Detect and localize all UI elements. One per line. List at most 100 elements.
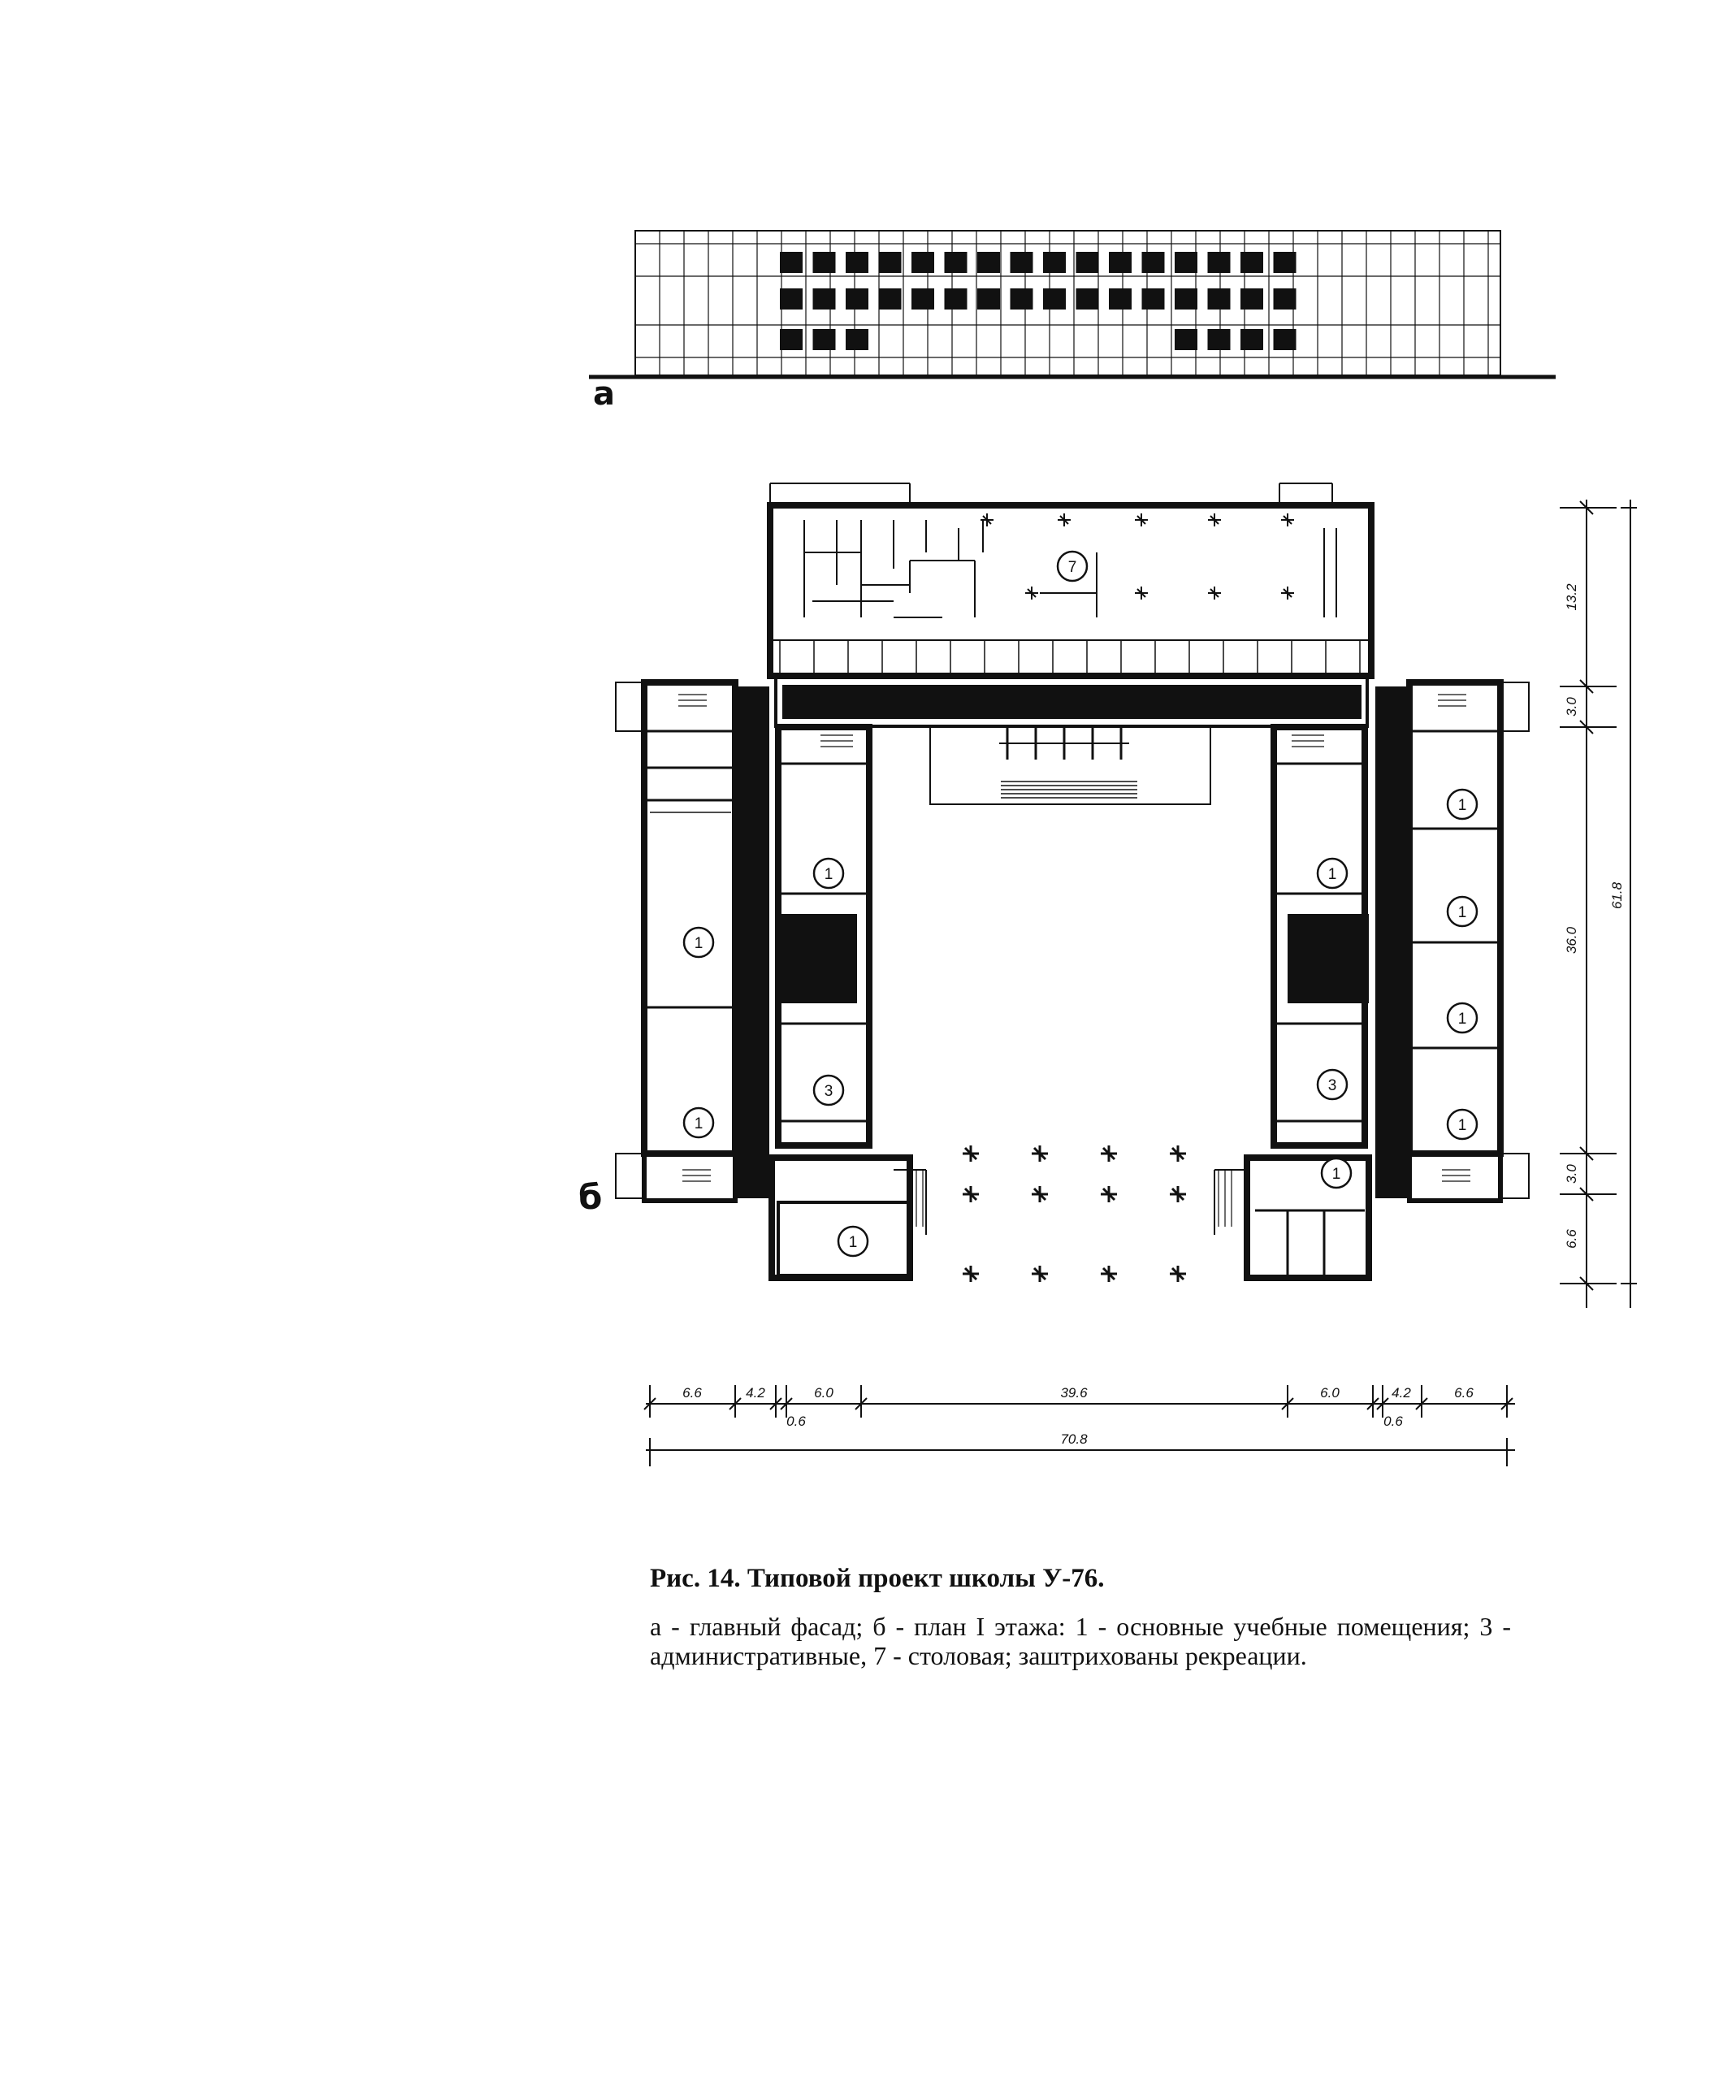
label-b: б — [578, 1177, 602, 1217]
facade-window — [1207, 288, 1231, 310]
room-marker: 1 — [1320, 1157, 1353, 1189]
facade-window — [1207, 329, 1231, 350]
vertical-dimension-labels: 13.2 3.0 36.0 3.0 6.6 61.8 — [1564, 583, 1625, 1249]
facade-window — [1010, 252, 1033, 273]
facade-window — [1175, 288, 1197, 310]
vertical-dimension-label: 6.6 — [1564, 1229, 1579, 1249]
facade-window — [1043, 288, 1066, 310]
room-marker: 1 — [682, 1106, 715, 1139]
floor-plan — [615, 483, 1530, 1282]
room-marker: 3 — [812, 1074, 845, 1106]
horizontal-dimension-label: 6.0 — [1320, 1385, 1340, 1401]
room-marker-number: 3 — [1328, 1077, 1337, 1094]
facade-window — [1076, 252, 1099, 273]
right-inner-rooms — [1274, 762, 1365, 1123]
room-marker: 7 — [1056, 550, 1089, 582]
room-marker-number: 1 — [825, 866, 833, 883]
horizontal-dimension-label: 4.2 — [1392, 1385, 1411, 1401]
vertical-dimension-label: 13.2 — [1564, 583, 1579, 611]
facade-window — [977, 288, 1000, 310]
room-markers: 7 1 1 1 3 1 1 1 1 1 3 1 1 — [682, 550, 1478, 1258]
facade-window — [1010, 288, 1033, 310]
vertical-dimension-label: 3.0 — [1564, 697, 1579, 717]
room-marker-number: 1 — [1458, 904, 1467, 921]
room-marker: 1 — [812, 857, 845, 890]
entrance-posts — [999, 727, 1129, 760]
room-marker: 1 — [1446, 788, 1478, 821]
facade-window — [1043, 252, 1066, 273]
facade-window — [812, 329, 836, 350]
facade-window — [1141, 252, 1165, 273]
main-facade — [589, 230, 1556, 379]
dining-mullions — [779, 640, 1361, 676]
room-marker-number: 1 — [1458, 797, 1467, 814]
facade-grid — [634, 231, 1500, 375]
facade-window — [977, 252, 1000, 273]
left-outer-rooms — [644, 730, 735, 1009]
facade-window — [780, 288, 803, 310]
room-marker: 1 — [837, 1225, 869, 1258]
vertical-dimensions — [1560, 500, 1637, 1308]
facade-window — [780, 329, 803, 350]
room-marker: 1 — [1446, 1002, 1478, 1034]
room-marker-number: 1 — [695, 1115, 703, 1132]
horizontal-dimension-label: 4.2 — [746, 1385, 765, 1401]
horizontal-dimensions — [643, 1385, 1515, 1466]
facade-window — [812, 252, 836, 273]
central-stair — [1001, 781, 1137, 799]
facade-window — [1240, 329, 1263, 350]
room-marker: 3 — [1316, 1068, 1349, 1101]
caption-title: Рис. 14. Типовой проект школы У-76. — [650, 1564, 1105, 1593]
facade-window — [1175, 252, 1197, 273]
facade-window — [1273, 252, 1297, 273]
room-marker-number: 1 — [1328, 866, 1337, 883]
facade-window — [911, 252, 934, 273]
facade-window — [878, 252, 902, 273]
vertical-dimension-label: 3.0 — [1564, 1164, 1579, 1184]
small-dimension-label: 0.6 — [786, 1414, 806, 1429]
facade-window — [1175, 329, 1197, 350]
figure-caption: Рис. 14. Типовой проект школы У-76. а - … — [650, 1564, 1511, 1670]
facade-window — [1207, 252, 1231, 273]
label-a: а — [593, 375, 615, 413]
facade-window — [1076, 288, 1099, 310]
room-marker: 1 — [682, 926, 715, 959]
facade-window — [846, 329, 868, 350]
room-marker-number: 1 — [1458, 1011, 1467, 1028]
room-marker-number: 7 — [1068, 559, 1077, 576]
dining-columns — [981, 513, 1294, 600]
room-marker: 1 — [1446, 1108, 1478, 1141]
facade-window — [812, 288, 836, 310]
vertical-dimension-label: 36.0 — [1564, 926, 1579, 954]
horizontal-dimension-label: 6.6 — [682, 1385, 702, 1401]
facade-window — [911, 288, 934, 310]
overall-vertical-dimension-label: 61.8 — [1609, 881, 1625, 909]
horizontal-dimension-label: 6.6 — [1454, 1385, 1474, 1401]
facade-window — [780, 252, 803, 273]
facade-window — [1109, 288, 1132, 310]
courtyard-columns — [963, 1145, 1186, 1282]
caption-text: а - главный фасад; б - план I этажа: 1 -… — [650, 1612, 1511, 1670]
horizontal-dimension-label: 39.6 — [1060, 1385, 1088, 1401]
room-marker-number: 1 — [849, 1234, 858, 1251]
facade-window — [846, 252, 868, 273]
horizontal-dimension-label: 6.0 — [814, 1385, 833, 1401]
overall-horizontal-dimension-label: 70.8 — [1060, 1431, 1088, 1447]
room-marker-number: 1 — [1332, 1166, 1341, 1183]
room-marker-number: 3 — [825, 1083, 833, 1100]
facade-window — [846, 288, 868, 310]
room-marker-number: 1 — [1458, 1117, 1467, 1134]
facade-window — [1141, 288, 1165, 310]
left-inner-rooms — [778, 762, 869, 1123]
facade-window — [1240, 288, 1263, 310]
facade-window — [944, 252, 968, 273]
facade-window — [1240, 252, 1263, 273]
facade-window — [1273, 288, 1297, 310]
room-marker: 1 — [1316, 857, 1349, 890]
right-outer-rooms — [1409, 730, 1500, 1050]
stairwells — [678, 694, 1470, 1227]
facade-window — [1109, 252, 1132, 273]
facade-window — [1273, 329, 1297, 350]
